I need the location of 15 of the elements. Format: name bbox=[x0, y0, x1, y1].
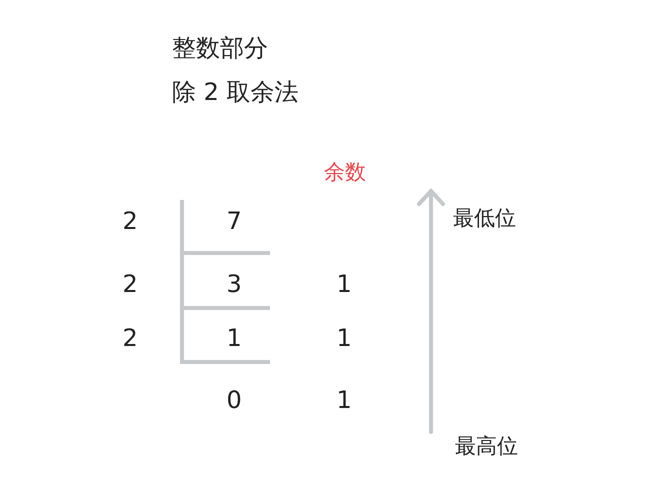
title: 整数部分 bbox=[172, 36, 268, 60]
bit-label: 最高位 bbox=[455, 436, 518, 456]
remainder: 1 bbox=[336, 388, 352, 412]
subtitle: 除 2 取余法 bbox=[172, 80, 299, 104]
column-header: 余数 bbox=[324, 162, 366, 182]
quotient: 7 bbox=[226, 209, 242, 233]
divisor: 2 bbox=[122, 326, 138, 350]
remainder: 1 bbox=[336, 326, 352, 350]
divisor: 2 bbox=[122, 272, 138, 296]
remainder: 1 bbox=[336, 272, 352, 296]
quotient: 0 bbox=[226, 388, 242, 412]
divisor: 2 bbox=[122, 209, 138, 233]
bit-label: 最低位 bbox=[453, 208, 516, 228]
quotient: 1 bbox=[226, 326, 242, 350]
quotient: 3 bbox=[226, 272, 242, 296]
